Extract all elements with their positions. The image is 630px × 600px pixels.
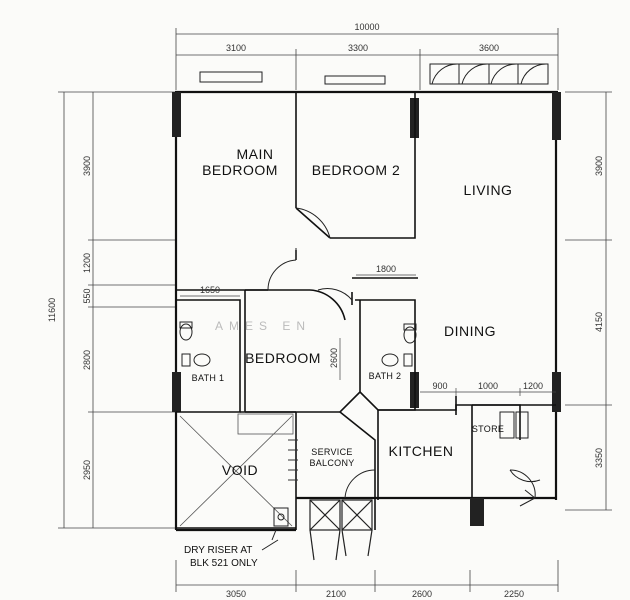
label-kitchen: KITCHEN — [389, 443, 454, 459]
label-service-line2: BALCONY — [309, 458, 354, 468]
label-main-bedroom-line1: MAIN — [237, 146, 274, 162]
bath2-fixtures — [381, 323, 417, 367]
dim-top-2: 3300 — [348, 43, 368, 53]
void-cross — [179, 413, 294, 527]
dim-bottom-3: 2600 — [412, 589, 432, 599]
dim-right-3: 3350 — [594, 448, 604, 468]
dim-bedroom-depth: 2600 — [329, 348, 339, 368]
label-bedroom: BEDROOM — [245, 350, 321, 366]
dim-top-3: 3600 — [479, 43, 499, 53]
dim-bath1-width: 1650 — [200, 285, 220, 295]
label-service-line1: SERVICE — [311, 447, 352, 457]
dim-left-2: 1200 — [82, 253, 92, 273]
service-balcony-grille — [288, 439, 298, 481]
top-dimension-lines — [175, 28, 559, 90]
label-living: LIVING — [464, 182, 513, 198]
label-bath2: BATH 2 — [369, 371, 402, 381]
label-main-bedroom-line2: BEDROOM — [202, 162, 278, 178]
structural-columns — [172, 92, 561, 526]
dim-dining-width: 1800 — [376, 264, 396, 274]
dim-left-1: 3900 — [82, 156, 92, 176]
dim-overall-height: 11600 — [47, 298, 57, 322]
dim-bottom-4: 2250 — [504, 589, 524, 599]
dim-right-1: 3900 — [594, 156, 604, 176]
dim-overall-width: 10000 — [354, 22, 379, 32]
dry-riser-leader — [261, 539, 279, 551]
label-bath1: BATH 1 — [192, 373, 225, 383]
bottom-dimension-lines — [175, 560, 559, 592]
dry-riser-symbol — [271, 507, 289, 541]
note-dry-riser-line2: BLK 521 ONLY — [190, 558, 258, 569]
door-swings — [267, 207, 541, 499]
right-dimension-lines — [565, 91, 612, 511]
top-windows — [199, 63, 549, 85]
bath1-fixtures — [179, 321, 211, 367]
dim-bottom-1: 3050 — [226, 589, 246, 599]
dim-kitchen-2: 1000 — [478, 381, 498, 391]
dim-top-1: 3100 — [226, 43, 246, 53]
dim-kitchen-3: 1200 — [523, 381, 543, 391]
store-fixtures — [499, 411, 536, 507]
watermark: AMES EN — [215, 319, 311, 333]
dim-left-4: 2800 — [82, 350, 92, 370]
label-store: STORE — [472, 424, 504, 434]
dim-kitchen-1: 900 — [432, 381, 447, 391]
bottom-balcony-boxes — [309, 499, 373, 561]
left-dimension-lines — [58, 91, 176, 529]
label-bedroom2: BEDROOM 2 — [312, 162, 401, 178]
label-void: VOID — [222, 462, 258, 478]
label-dining: DINING — [444, 323, 496, 339]
note-dry-riser-line1: DRY RISER AT — [184, 545, 252, 556]
dim-right-2: 4150 — [594, 312, 604, 332]
dim-left-5: 2950 — [82, 460, 92, 480]
inner-dimension-lines — [180, 274, 556, 396]
dim-bottom-2: 2100 — [326, 589, 346, 599]
dim-left-3: 550 — [82, 288, 92, 303]
